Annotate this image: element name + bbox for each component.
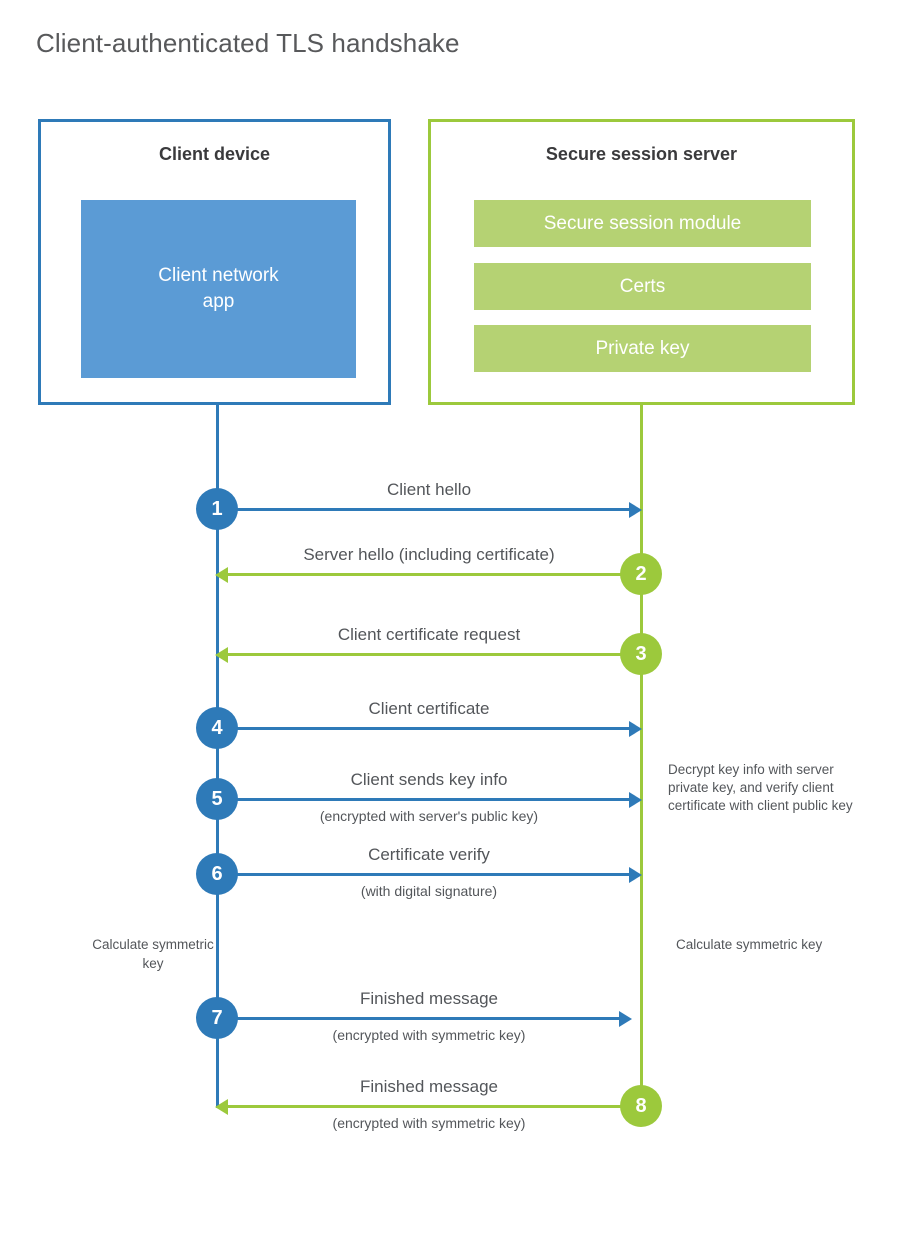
arrowhead-left-icon [215, 567, 228, 583]
message-arrow-line-4 [217, 727, 632, 730]
message-label-6: Certificate verify [368, 845, 490, 864]
message-arrow-line-2 [226, 573, 622, 576]
message-label-7: Finished message [360, 989, 498, 1008]
message-arrow-line-8 [226, 1105, 622, 1108]
step-badge-5: 5 [196, 778, 238, 820]
arrowhead-right-icon [629, 721, 642, 737]
message-sublabel-7: (encrypted with symmetric key) [332, 1027, 526, 1043]
message-label-2: Server hello (including certificate) [303, 545, 555, 564]
step-badge-7: 7 [196, 997, 238, 1039]
message-arrow-line-7 [217, 1017, 622, 1020]
arrowhead-right-icon [629, 867, 642, 883]
step-badge-8: 8 [620, 1085, 662, 1127]
client-app-label-line2: app [202, 291, 235, 312]
message-arrow-line-6 [217, 873, 632, 876]
arrowhead-right-icon [619, 1011, 632, 1027]
message-sublabel-5: (encrypted with server's public key) [319, 808, 539, 824]
message-arrow-line-3 [226, 653, 622, 656]
step-badge-4: 4 [196, 707, 238, 749]
server-component-secure-session-module: Secure session module [474, 200, 811, 247]
server-lifeline [640, 405, 643, 1108]
page-title: Client-authenticated TLS handshake [36, 28, 460, 58]
step-badge-3: 3 [620, 633, 662, 675]
note-server-calculate-symmetric-key: Calculate symmetric key [676, 937, 823, 952]
server-component-certs: Certs [474, 263, 811, 310]
server-component-private-key: Private key [474, 325, 811, 372]
step-badge-1: 1 [196, 488, 238, 530]
client-device-box: Client device Client network app [38, 119, 391, 405]
step-badge-2: 2 [620, 553, 662, 595]
message-sublabel-8: (encrypted with symmetric key) [332, 1115, 526, 1131]
arrowhead-left-icon [215, 647, 228, 663]
client-device-title: Client device [158, 144, 271, 164]
client-lifeline [216, 405, 219, 1108]
arrowhead-left-icon [215, 1099, 228, 1115]
step-badge-6: 6 [196, 853, 238, 895]
arrowhead-right-icon [629, 792, 642, 808]
arrowhead-right-icon [629, 502, 642, 518]
message-arrow-line-1 [217, 508, 632, 511]
note-client-calculate-symmetric-key: Calculate symmetric key [92, 937, 214, 971]
secure-session-server-title: Secure session server [545, 144, 738, 164]
message-sublabel-6: (with digital signature) [360, 883, 498, 899]
message-label-8: Finished message [360, 1077, 498, 1096]
note-server-decrypt: Decrypt key info with server private key… [668, 762, 853, 813]
message-label-1: Client hello [386, 480, 472, 499]
message-label-5: Client sends key info [350, 770, 508, 789]
client-app-label-line1: Client network [158, 265, 279, 286]
secure-session-server-box: Secure session server Secure session mod… [428, 119, 855, 405]
client-network-app-block: Client network app [81, 200, 356, 378]
message-label-4: Client certificate [368, 699, 490, 718]
message-arrow-line-5 [217, 798, 632, 801]
message-label-3: Client certificate request [337, 625, 521, 644]
